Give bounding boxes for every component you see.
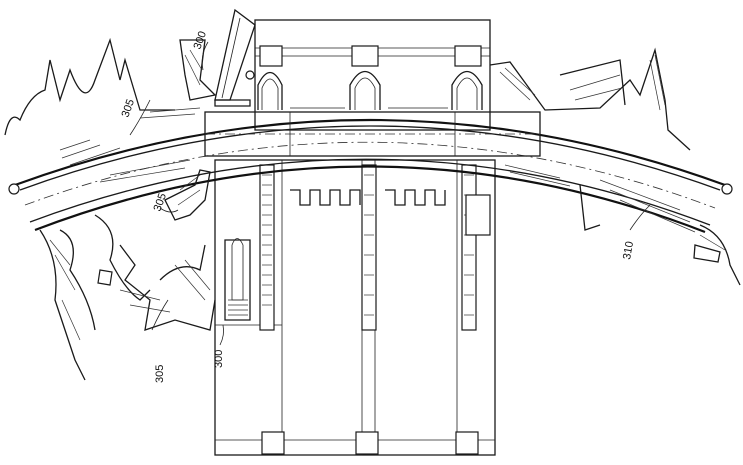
- ref-label-310: 310: [621, 240, 636, 260]
- curved-roadway: [8, 111, 733, 234]
- central-structure: [214, 8, 496, 456]
- ref-label-305-bottom: 305: [154, 365, 166, 383]
- leader-lines: [129, 41, 651, 346]
- ref-label-300-bottom: 300: [213, 350, 225, 368]
- terrain-right: [489, 47, 741, 286]
- ref-label-305-middle: 305: [152, 192, 170, 213]
- terrain-left: [4, 37, 217, 381]
- ref-label-300-top: 300: [192, 30, 210, 51]
- ref-label-305-left-upper: 305: [120, 98, 138, 119]
- reference-numerals: 300 305 305 305 300 310: [120, 30, 637, 383]
